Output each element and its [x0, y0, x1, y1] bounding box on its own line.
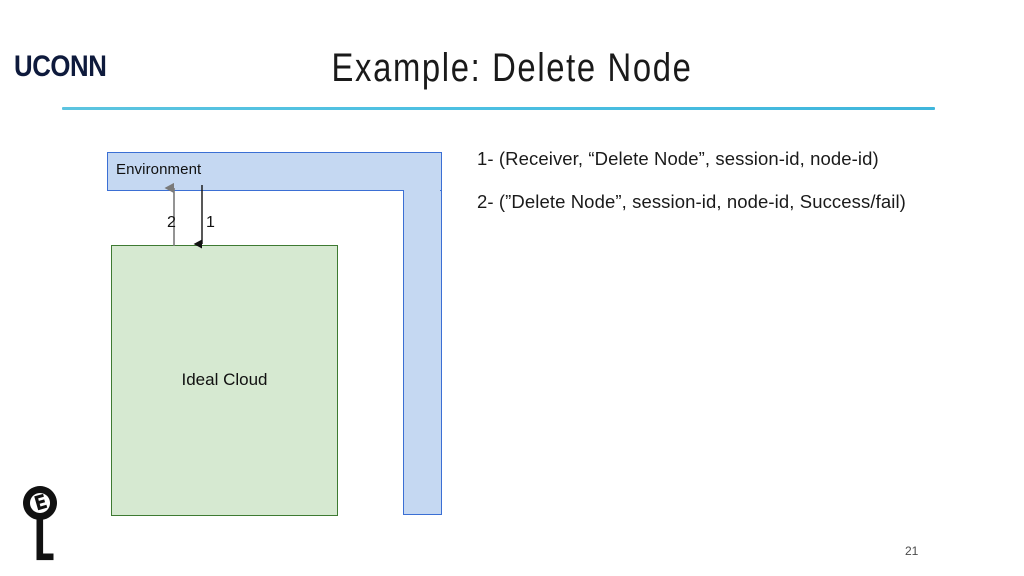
environment-label: Environment [116, 161, 202, 178]
arrow-label-2: 2 [167, 214, 176, 231]
page-title: Example: Delete Node [331, 46, 693, 90]
arrow-label-1: 1 [206, 214, 215, 231]
page-number: 21 [905, 544, 919, 558]
environment-corner-join [404, 153, 441, 192]
message-line-2: 2- (”Delete Node”, session-id, node-id, … [477, 190, 906, 212]
message-list: 1- (Receiver, “Delete Node”, session-id,… [477, 148, 997, 235]
title-divider [62, 107, 935, 110]
environment-top-bar [107, 152, 442, 191]
environment-right-bar [403, 152, 442, 515]
message-line-1: 1- (Receiver, “Delete Node”, session-id,… [477, 148, 879, 169]
message-arrows [164, 182, 203, 249]
ideal-cloud-box [111, 245, 338, 516]
ideal-cloud-label: Ideal Cloud [181, 370, 268, 389]
uconn-logo: UCONN [14, 50, 107, 83]
key-with-s-logo [23, 486, 58, 561]
